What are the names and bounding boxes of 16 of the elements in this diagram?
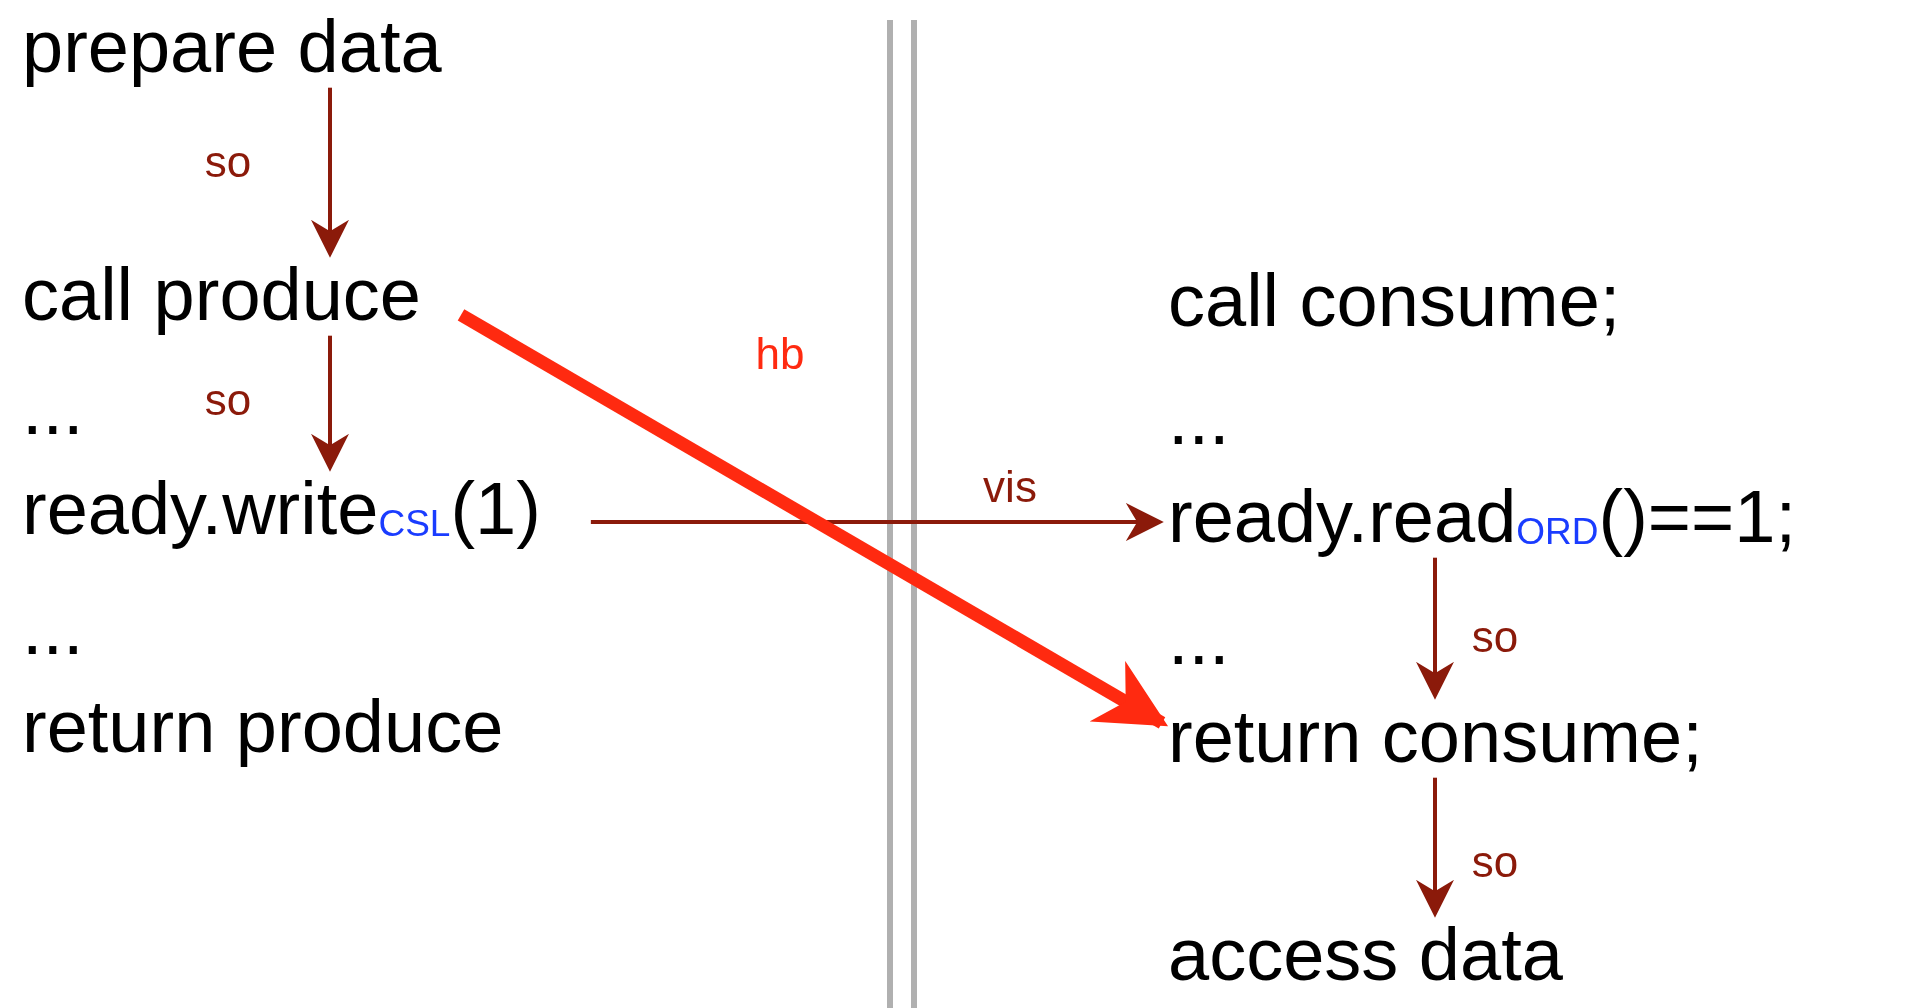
ellipsis-text: ...: [1168, 600, 1230, 678]
arrow: [457, 309, 1169, 729]
ellipsis-text: ...: [1168, 380, 1230, 458]
arrow: [311, 335, 349, 472]
arrow: [1416, 557, 1454, 700]
arrow: [590, 503, 1164, 541]
arrow: [311, 87, 349, 258]
code-statement: call produce: [22, 256, 421, 334]
code-statement: access data: [1168, 916, 1563, 994]
code-statement: call consume;: [1168, 262, 1621, 340]
ellipsis-text: ...: [22, 370, 84, 448]
code-statement: return produce: [22, 688, 504, 766]
code-statement: return consume;: [1168, 698, 1703, 776]
code-statement: prepare data: [22, 8, 442, 86]
arrow: [1416, 777, 1454, 918]
ellipsis-text: ...: [22, 590, 84, 668]
